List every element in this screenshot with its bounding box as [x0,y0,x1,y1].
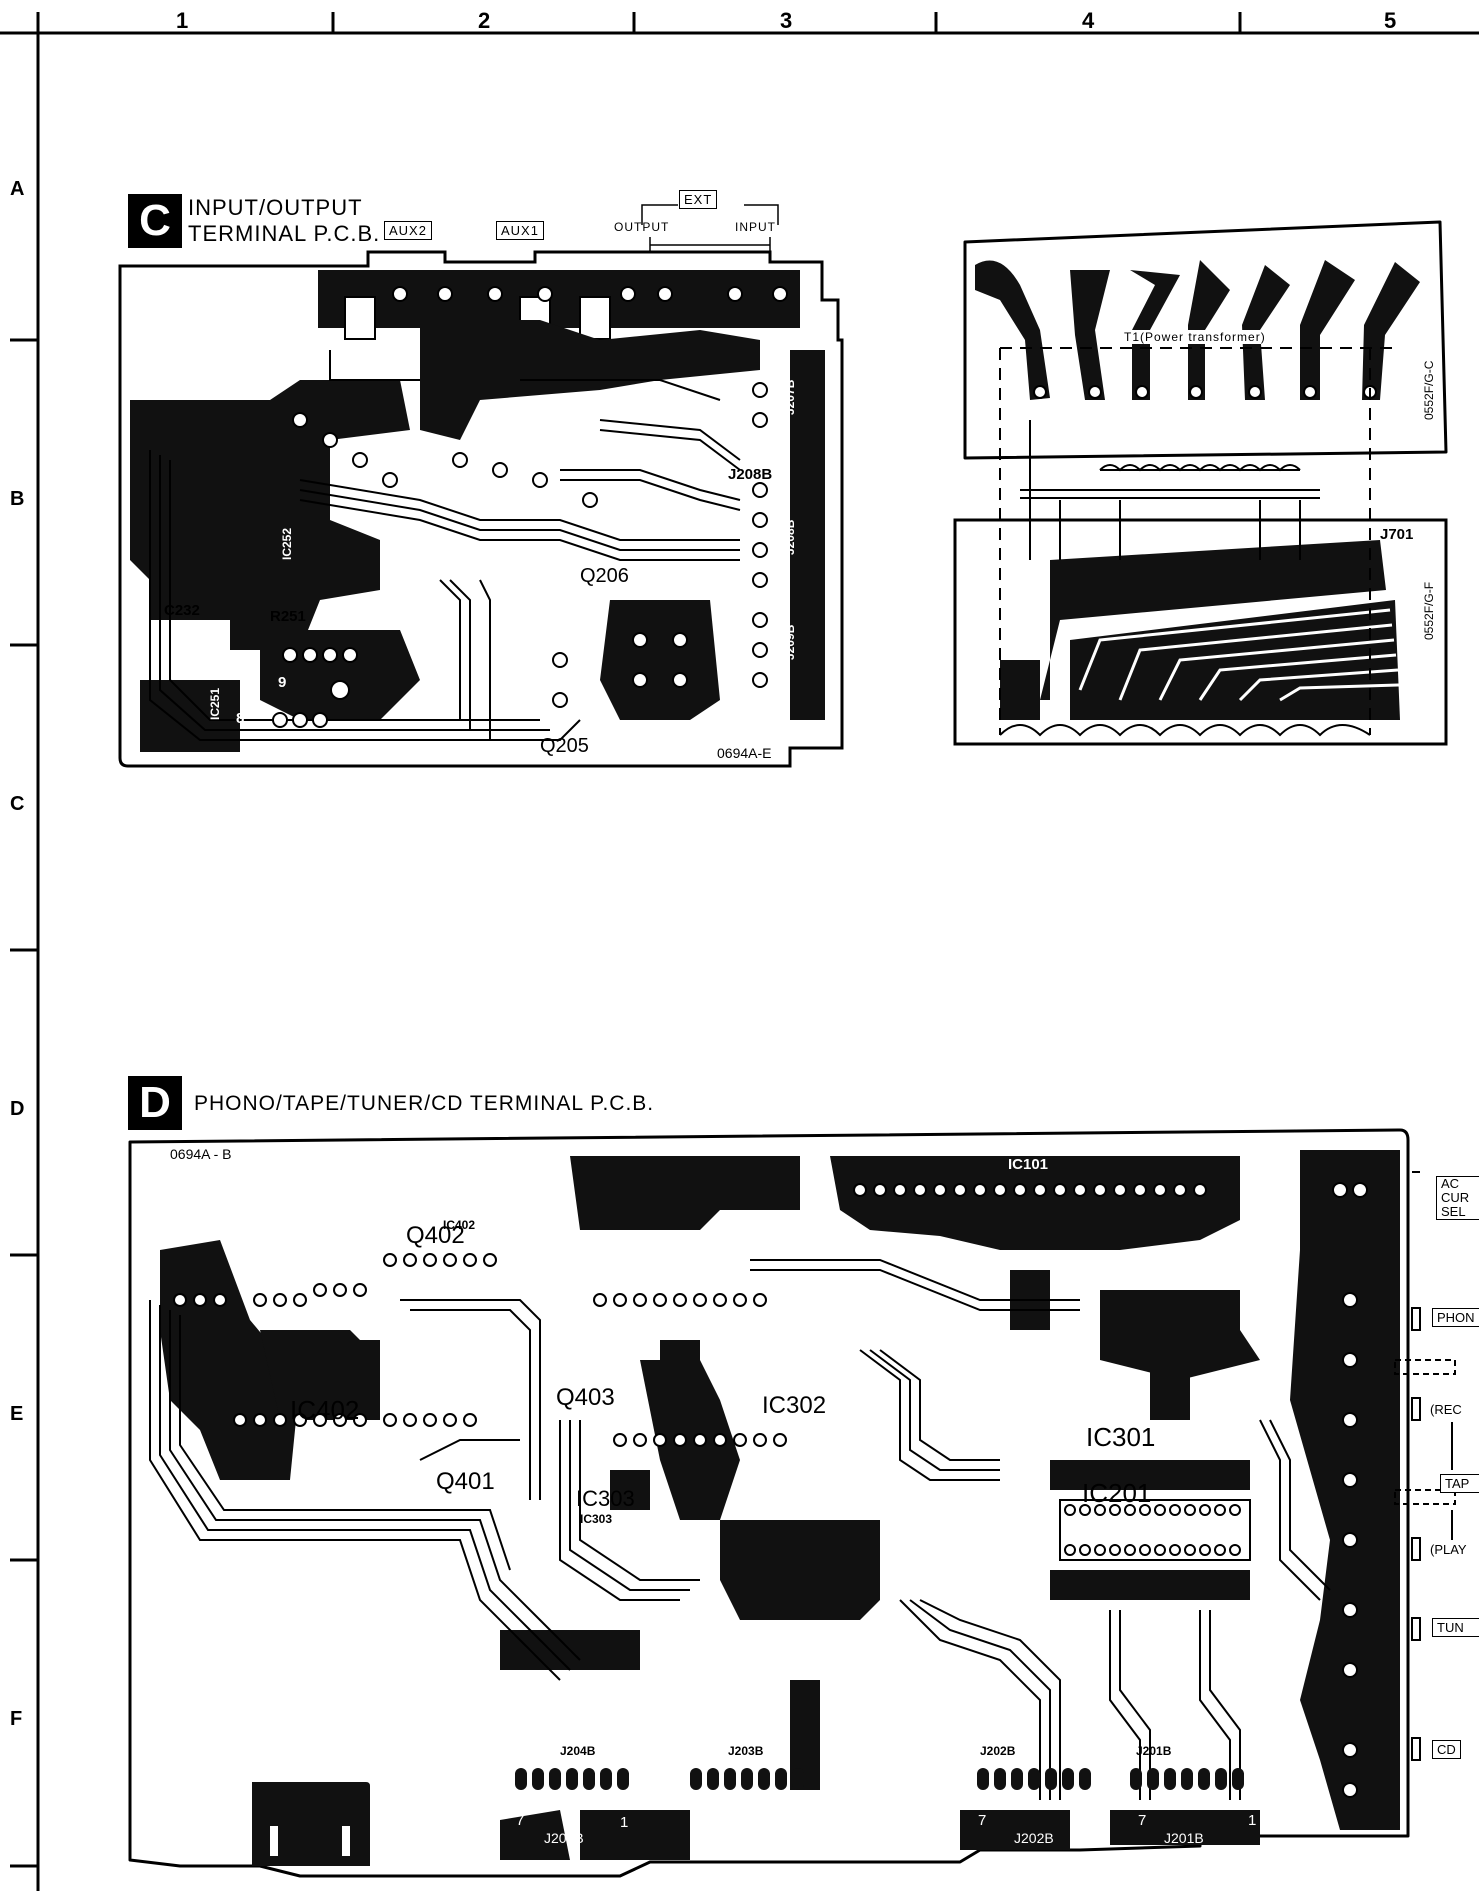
board-c-pcb [118,250,844,768]
pin-1-j202b: 1 [1090,1812,1099,1829]
pin-7-j203b: 7 [700,1812,709,1829]
ref-j701: J701 [1380,526,1414,543]
output-label: OUTPUT [614,220,670,234]
tape-tag: TAP [1440,1474,1479,1493]
board-d-title: PHONO/TAPE/TUNER/CD TERMINAL P.C.B. [194,1092,655,1115]
aux1-tag: AUX1 [496,221,544,240]
ref-j207b: J207B [783,379,797,415]
ref-j202b-top: J202B [980,1744,1016,1758]
board-d-pcb [128,1128,1456,1878]
column-label-1: 1 [176,8,189,33]
pin-1-j201b: 1 [1248,1812,1257,1829]
sel-label: SEL [1441,1204,1466,1219]
column-label-5: 5 [1384,8,1397,33]
board-c-code: 0694A-E [717,745,772,761]
power-board-code-bottom: 0552F/G-F [1422,581,1436,640]
rec-label: (REC [1430,1402,1462,1417]
ref-j208b-b: J208B [783,519,797,555]
column-label-4: 4 [1082,8,1095,33]
pin-7-j201b: 7 [1138,1812,1147,1829]
play-label: (PLAY [1430,1542,1467,1557]
ext-bracket [641,204,779,253]
row-ticks [10,338,38,1868]
power-board-code-top: 0552F/G-C [1422,360,1436,420]
ref-j203b: J203B [730,1830,770,1846]
ref-ic302: IC302 [762,1392,827,1419]
board-c-badge: C [128,194,182,248]
ref-j203b-top: J203B [728,1744,764,1758]
pin-1-j204b: 1 [620,1814,629,1831]
row-label-f: F [10,1708,23,1730]
ref-ic301-main: IC301 [1086,1422,1156,1452]
ref-q402: Q402 [406,1222,465,1249]
ref-ic251: IC251 [208,687,222,720]
ref-q205: Q205 [540,735,589,757]
pin-7-j202b: 7 [978,1812,987,1829]
ref-ic201: IC201 [1082,1478,1152,1508]
row-label-c: C [10,793,25,815]
ref-c232: C232 [164,602,200,619]
column-label-3: 3 [780,8,793,33]
cur-label: CUR [1441,1190,1470,1205]
ac-label: AC [1441,1176,1460,1191]
ref-ic101: IC101 [1008,1156,1049,1173]
phono-tag: PHON [1432,1308,1479,1327]
ref-ic402-top: IC402 [443,1218,476,1232]
ref-ic252: IC252 [280,527,294,560]
board-c-title-line1: INPUT/OUTPUT [188,195,363,220]
ref-ic303-small: IC303 [580,1512,613,1526]
ref-j204b: J204B [544,1830,584,1846]
ref-j209b: J209B [783,624,797,660]
input-label: INPUT [735,220,776,234]
pin-1-j203b: 1 [796,1814,805,1831]
cd-tag: CD [1432,1740,1461,1759]
power-transformer-pcb [953,220,1448,746]
ref-q206: Q206 [580,565,629,587]
pin-7-j204b: 7 [516,1812,525,1829]
ref-j201b: J201B [1164,1830,1204,1846]
ref-j204b-top: J204B [560,1744,596,1758]
ref-r251: R251 [270,608,306,625]
ref-j208b-a: J208B [728,466,773,483]
column-ticks [331,12,1242,33]
board-d-code: 0694A - B [170,1146,232,1162]
aux2-tag: AUX2 [384,221,432,240]
row-label-b: B [10,488,25,510]
ext-tag: EXT [679,190,718,209]
tuner-tag: TUN [1432,1618,1479,1637]
column-label-2: 2 [478,8,491,33]
row-label-a: A [10,178,25,200]
ref-q403: Q403 [556,1384,615,1411]
row-label-e: E [10,1403,24,1425]
board-c-title-line2: TERMINAL P.C.B. [188,221,381,246]
board-d-badge: D [128,1076,182,1130]
row-label-d: D [10,1098,25,1120]
ref-ic402-main: IC402 [290,1395,360,1425]
t1-power-transformer-label: T1(Power transformer) [1124,330,1266,344]
ref-j201b-top: J201B [1136,1744,1172,1758]
ref-pin-8: 8 [236,710,245,727]
ref-ic301-vertical: IC301 [1248,1367,1262,1400]
ref-j202b: J202B [1014,1830,1054,1846]
ref-q401: Q401 [436,1468,495,1495]
ac-cur-sel-tag: AC CUR SEL [1436,1176,1479,1220]
ref-ic303-main: IC303 [576,1486,635,1511]
ref-pin-9: 9 [278,674,287,691]
